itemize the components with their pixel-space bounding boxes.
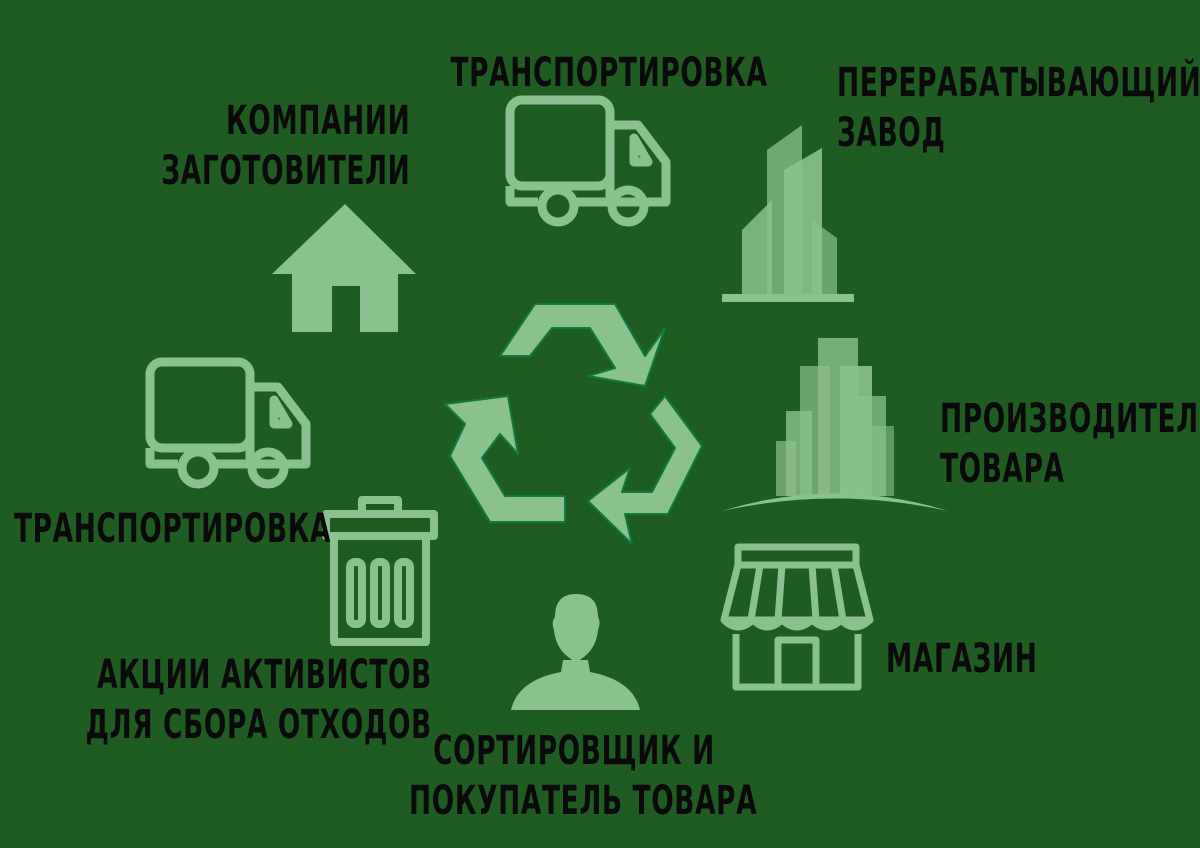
- manufacturer-label: ПРОИЗВОДИТЕЛЬ ТОВАРА: [940, 396, 1200, 492]
- activists-label: АКЦИИ АКТИВИСТОВ ДЛЯ СБОРА ОТХОДОВ: [85, 652, 433, 748]
- recycle-icon: [444, 303, 703, 545]
- truck-icon: [505, 95, 671, 227]
- collectors-label: КОМПАНИИ ЗАГОТОВИТЕЛИ: [160, 98, 410, 194]
- person-icon: [511, 594, 640, 710]
- house-icon: [272, 204, 416, 332]
- skyscraper-icon: [722, 125, 854, 302]
- city-buildings-icon: [722, 338, 948, 511]
- trash-can-icon: [322, 496, 438, 646]
- sorter-label: СОРТИРОВЩИК И ПОКУПАТЕЛЬ ТОВАРА: [409, 728, 758, 824]
- truck-icon: [145, 357, 311, 489]
- shop-label: МАГАЗИН: [886, 636, 1038, 682]
- transport-top-label: ТРАНСПОРТИРОВКА: [450, 50, 768, 96]
- processing-plant-label: ПЕРЕРАБАТЫВАЮЩИЙ ЗАВОД: [837, 60, 1200, 156]
- storefront-icon: [720, 543, 874, 691]
- transport-left-label: ТРАНСПОРТИРОВКА: [14, 506, 332, 552]
